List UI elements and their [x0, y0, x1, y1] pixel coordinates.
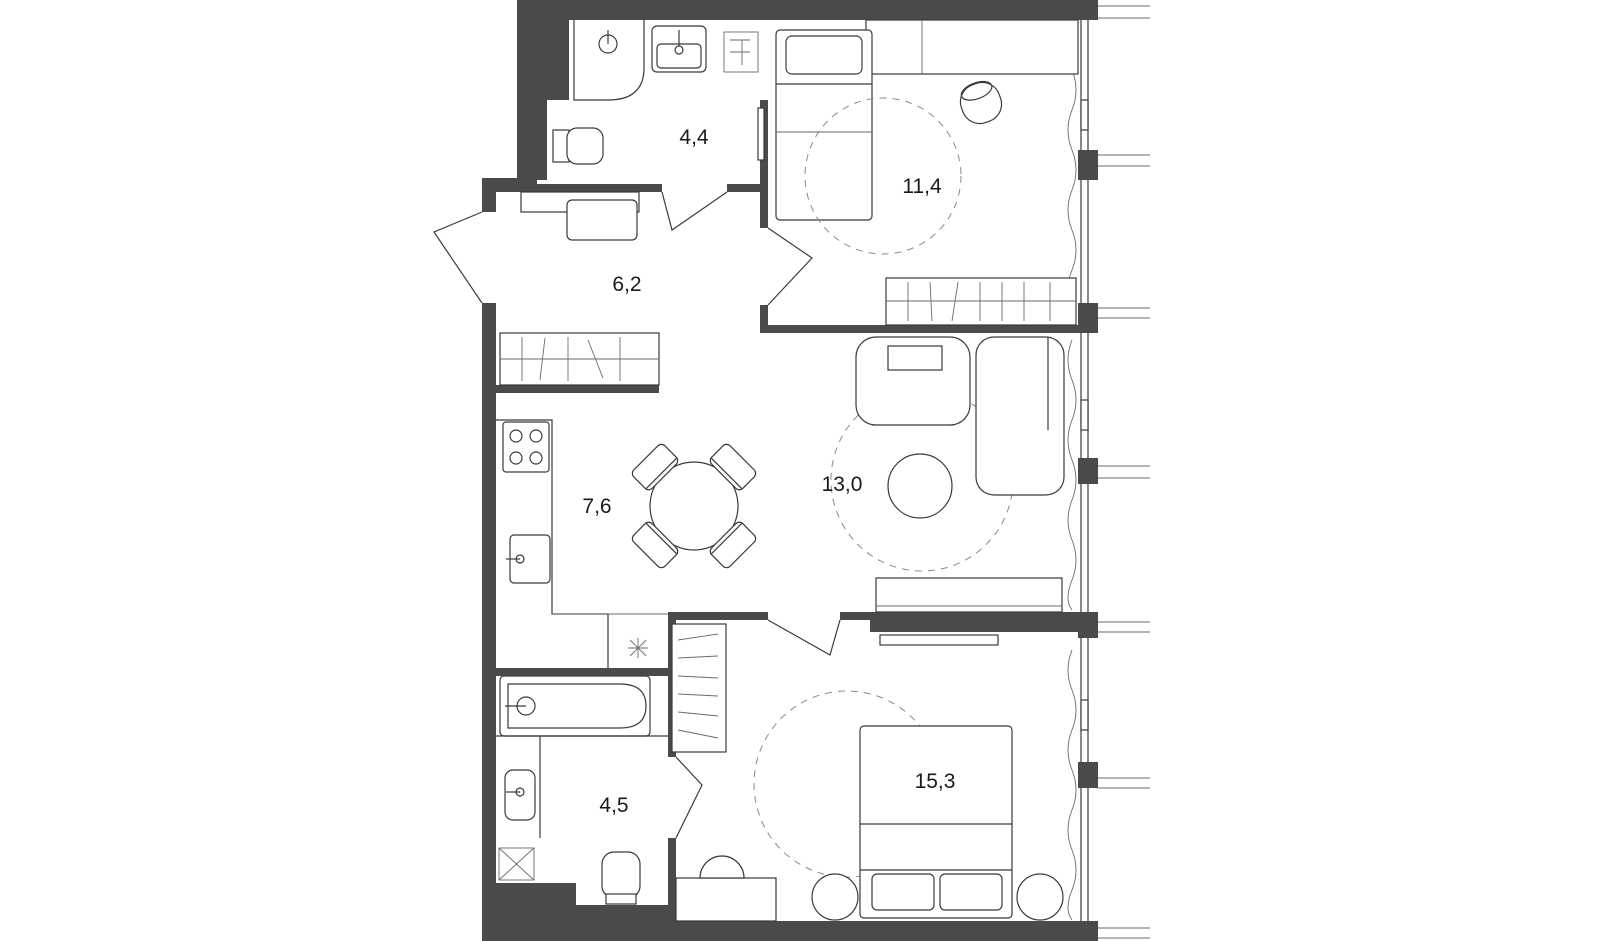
facade-railing [1097, 5, 1150, 939]
doors [433, 107, 841, 839]
room-area-hallway: 6,2 [612, 273, 641, 296]
room-area-bathroom-top: 4,4 [679, 126, 709, 149]
room-area-bathroom-bottom: 4,5 [599, 794, 628, 817]
bedroom-small-furniture [775, 19, 1079, 326]
room-area-bedroom-small: 11,4 [902, 175, 942, 198]
bedroom-large-furniture [671, 623, 1064, 922]
room-area-bedroom-large: 15,3 [915, 770, 956, 793]
room-area-living-room: 13,0 [822, 473, 863, 496]
kitchen-fixtures [496, 419, 757, 668]
living-room-furniture [830, 336, 1065, 646]
walls [482, 0, 1098, 941]
bathroom-top-fixtures [552, 20, 759, 165]
room-area-kitchen: 7,6 [582, 495, 611, 518]
bathroom-bottom-fixtures [496, 675, 668, 905]
windows [1067, 20, 1089, 921]
hallway-fixtures [499, 191, 660, 386]
